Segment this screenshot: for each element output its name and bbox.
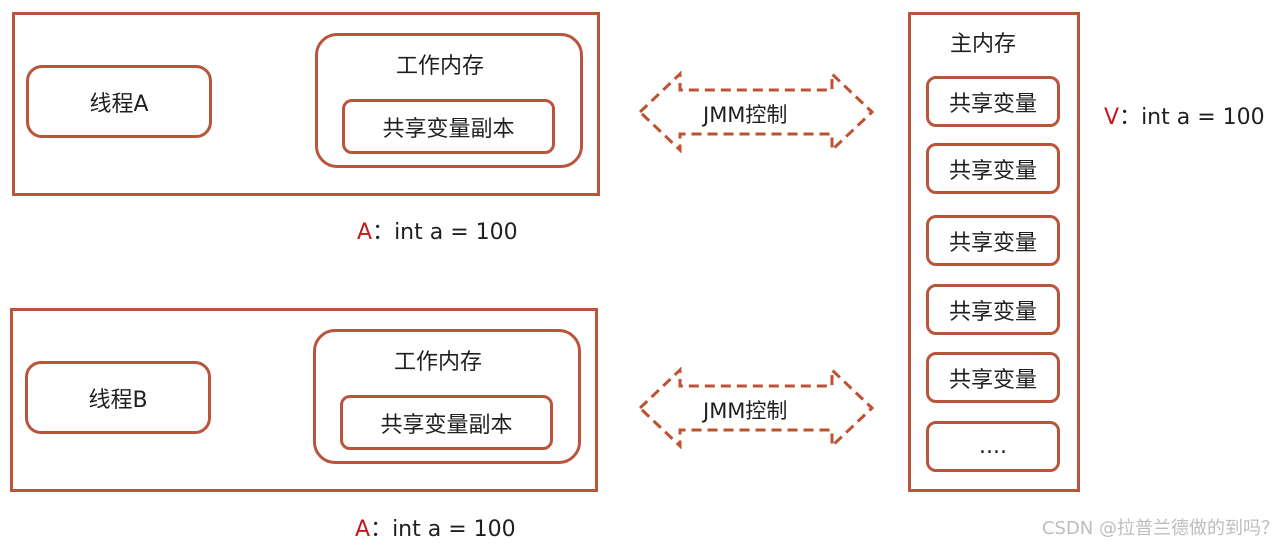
jmm-arrow-2 bbox=[637, 366, 875, 450]
shared-copy-b-label: 共享变量副本 bbox=[380, 412, 513, 438]
jmm-label-2: JMM控制 bbox=[703, 399, 788, 423]
shared-copy-a: 共享变量副本 bbox=[342, 99, 555, 154]
thread-a-value-text: ：int a = 100 bbox=[372, 220, 518, 245]
thread-b-label: 线程B bbox=[88, 387, 148, 413]
thread-a-value-prefix: A bbox=[357, 220, 373, 245]
main-memory-value-text: ：int a = 100 bbox=[1119, 105, 1265, 130]
shared-variable-4: 共享变量 bbox=[926, 284, 1060, 335]
shared-variable-3: 共享变量 bbox=[926, 215, 1060, 266]
work-memory-b-title: 工作内存 bbox=[394, 350, 483, 375]
shared-variable-5-label: 共享变量 bbox=[948, 367, 1037, 393]
shared-variable-2: 共享变量 bbox=[926, 143, 1060, 194]
shared-copy-b: 共享变量副本 bbox=[340, 395, 553, 450]
shared-variable-1: 共享变量 bbox=[926, 76, 1060, 127]
thread-b-value: A：int a = 100 bbox=[355, 511, 516, 543]
shared-variable-more: .... bbox=[926, 421, 1060, 472]
shared-variable-1-label: 共享变量 bbox=[948, 91, 1037, 117]
thread-a-value: A：int a = 100 bbox=[357, 214, 518, 246]
thread-a-box: 线程A bbox=[26, 65, 212, 138]
shared-variable-3-label: 共享变量 bbox=[948, 230, 1037, 256]
thread-b-value-prefix: A bbox=[355, 517, 371, 542]
work-memory-a-title: 工作内存 bbox=[396, 54, 485, 79]
jmm-label-1: JMM控制 bbox=[703, 103, 788, 127]
main-memory-title: 主内存 bbox=[950, 32, 1017, 57]
shared-variable-more-label: .... bbox=[979, 434, 1007, 459]
shared-variable-4-label: 共享变量 bbox=[948, 299, 1037, 325]
thread-a-label: 线程A bbox=[89, 91, 149, 117]
jmm-arrow-1 bbox=[637, 70, 875, 154]
shared-variable-2-label: 共享变量 bbox=[948, 158, 1037, 184]
main-memory-value: V：int a = 100 bbox=[1104, 99, 1265, 131]
shared-variable-5: 共享变量 bbox=[926, 352, 1060, 403]
main-memory-value-prefix: V bbox=[1104, 105, 1120, 130]
thread-b-box: 线程B bbox=[25, 361, 211, 434]
watermark: CSDN @拉普兰德做的到吗？ bbox=[1041, 518, 1279, 539]
shared-copy-a-label: 共享变量副本 bbox=[382, 116, 515, 142]
thread-b-value-text: ：int a = 100 bbox=[370, 517, 516, 542]
